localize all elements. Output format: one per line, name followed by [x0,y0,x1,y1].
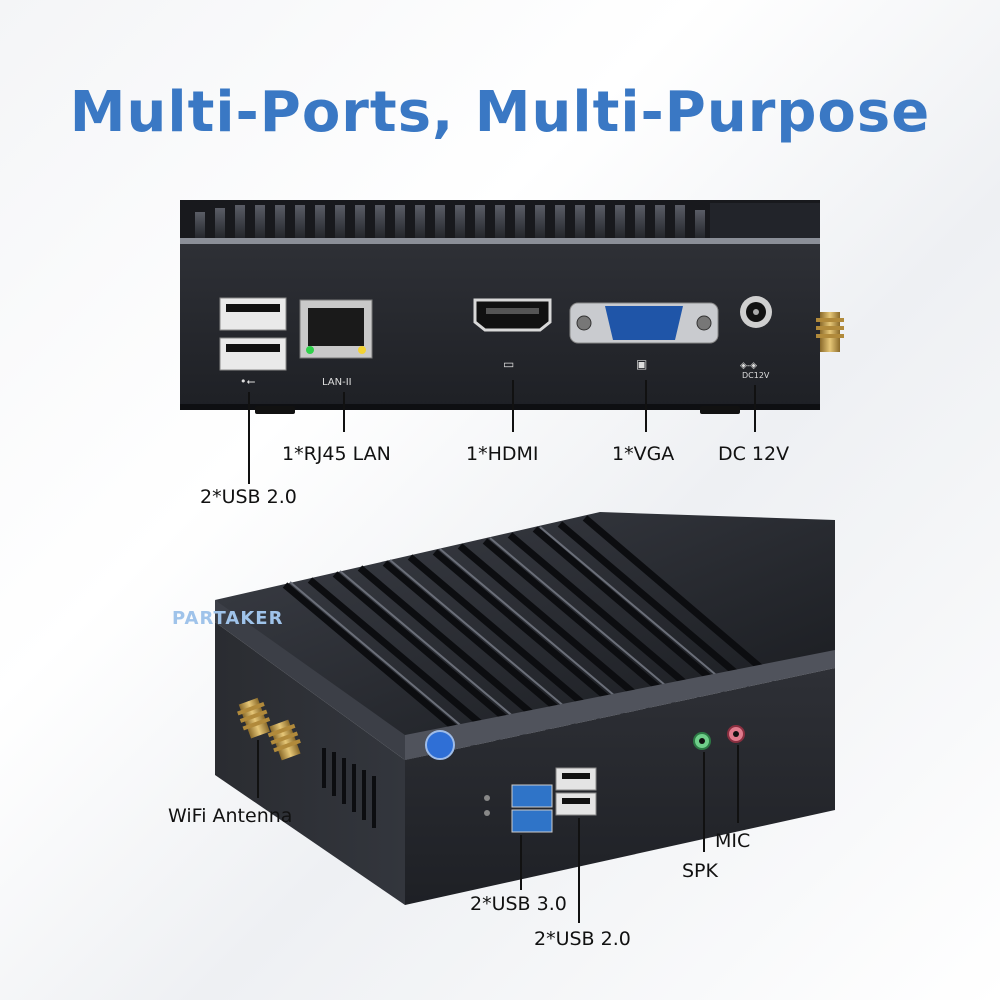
front-usb2-ports [555,767,597,816]
label-mic: MIC [715,830,751,852]
vga-icon: ▣ [636,357,647,371]
lan-led-green [306,346,314,354]
label-front-usb20: 2*USB 2.0 [534,928,631,950]
front-usb3-ports [484,784,553,833]
usb30-callout-line [520,835,522,890]
rear-vga-port: ▣ [569,302,719,371]
front-panel-face [405,668,835,905]
hdmi-icon: ▭ [503,357,514,371]
front-wifi-antennas [237,697,301,761]
label-hdmi: 1*HDMI [466,443,539,465]
spk-callout-line [703,752,705,852]
page-title: Multi-Ports, Multi-Purpose [69,80,931,145]
rear-hdmi-port: ▭ [473,298,552,371]
rear-dc-jack: ◈-◈ DC12V [740,296,772,380]
watermark-logo: PARTAKER [172,608,284,629]
rear-device: •⭠ LAN-II ▭ ▣ ◈-◈ D [180,200,844,414]
side-vents [322,748,376,828]
label-rj45-lan: 1*RJ45 LAN [282,443,391,465]
front-left-side [215,622,405,905]
vga-callout-line [645,380,647,432]
lan-led-yellow [358,346,366,354]
dc-marking: DC12V [742,371,770,380]
label-wifi-antenna: WiFi Antenna [168,805,293,827]
wifi-callout-line [257,740,259,798]
power-button [425,730,455,760]
usb-icon: •⭠ [240,375,255,388]
mic-callout-line [737,745,739,823]
label-vga: 1*VGA [612,443,675,465]
usb20-front-callout-line [578,818,580,923]
front-heatsink-fins [282,515,778,748]
hdmi-callout-line [512,380,514,432]
rear-usb2-ports: •⭠ [219,297,287,388]
label-spk: SPK [682,860,718,882]
lan-callout-line [343,392,345,432]
dc-callout-line [754,385,756,432]
lan-marking: LAN-II [322,377,352,388]
rear-heatsink-fins [180,200,820,244]
label-rear-usb20: 2*USB 2.0 [200,486,297,508]
rear-lan-port: LAN-II [299,299,373,388]
dc-polarity-icon: ◈-◈ [740,361,757,371]
rear-wifi-antenna [816,312,844,352]
label-dc12v: DC 12V [718,443,790,465]
label-usb30: 2*USB 3.0 [470,893,567,915]
usb2-rear-callout-line [248,392,250,484]
front-device [215,512,835,905]
